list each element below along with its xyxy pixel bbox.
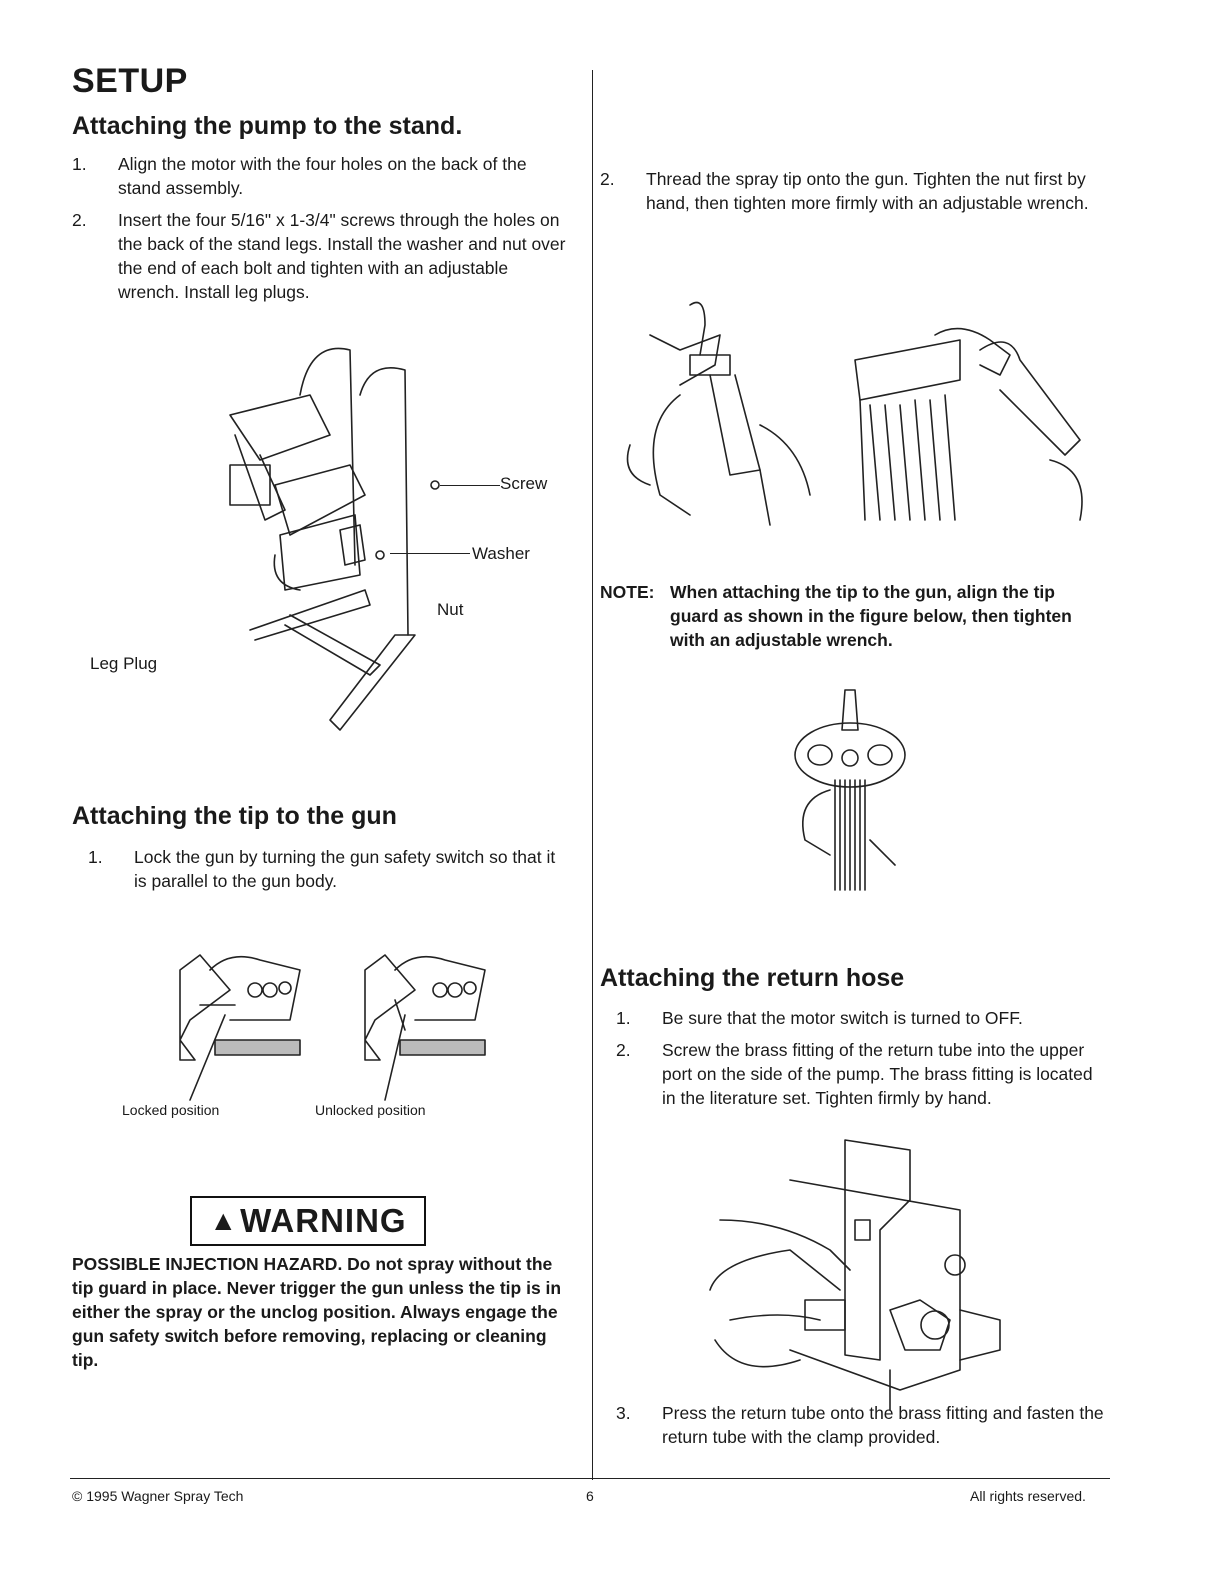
- return-hose-steps-bottom: 3.Press the return tube onto the brass f…: [616, 1401, 1106, 1457]
- note-block: NOTE: When attaching the tip to the gun,…: [600, 580, 1100, 652]
- gun-locked-illustration: [179, 954, 301, 1101]
- wrench-tightening-illustration: [854, 327, 1083, 521]
- unlocked-caption: Unlocked position: [315, 1102, 426, 1118]
- page-title: SETUP: [72, 62, 188, 100]
- warning-title: WARNING: [240, 1202, 407, 1239]
- washer-label: Washer: [472, 544, 530, 563]
- footer-copyright: © 1995 Wagner Spray Tech: [72, 1488, 244, 1504]
- return-hose-steps-top: 1.Be sure that the motor switch is turne…: [616, 1006, 1106, 1118]
- list-item: 2.Screw the brass fitting of the return …: [616, 1040, 1093, 1108]
- section-heading-tip-gun: Attaching the tip to the gun: [72, 802, 397, 830]
- section-heading-pump-stand: Attaching the pump to the stand.: [72, 112, 463, 140]
- gun-unlocked-illustration: [364, 954, 486, 1101]
- list-item: 2.Thread the spray tip onto the gun. Tig…: [600, 169, 1089, 213]
- list-item: 2.Insert the four 5/16" x 1-3/4" screws …: [72, 210, 566, 302]
- list-item: 1.Align the motor with the four holes on…: [72, 154, 527, 198]
- nut-label: Nut: [437, 600, 464, 619]
- tip-guard-alignment-illustration: [794, 689, 906, 891]
- list-item: 1.Be sure that the motor switch is turne…: [616, 1008, 1023, 1028]
- tip-gun-steps-left: 1.Lock the gun by turning the gun safety…: [88, 845, 568, 901]
- warning-box: ▲ WARNING: [190, 1196, 426, 1246]
- pump-stand-illustration: [229, 347, 440, 731]
- return-hose-fitting-illustration: [709, 1139, 1001, 1411]
- list-item: 1.Lock the gun by turning the gun safety…: [88, 847, 556, 891]
- note-text: When attaching the tip to the gun, align…: [670, 582, 1072, 650]
- footer-rights: All rights reserved.: [970, 1488, 1086, 1504]
- list-item: 3.Press the return tube onto the brass f…: [616, 1403, 1104, 1447]
- locked-caption: Locked position: [122, 1102, 220, 1118]
- column-divider: [592, 70, 593, 1480]
- tip-gun-steps-right: 2.Thread the spray tip onto the gun. Tig…: [600, 167, 1100, 223]
- tip-threading-illustration: [626, 301, 811, 526]
- pump-stand-steps: 1.Align the motor with the four holes on…: [72, 152, 572, 312]
- footer-rule: [70, 1478, 1110, 1479]
- section-heading-return-hose: Attaching the return hose: [600, 964, 905, 992]
- footer-page-number: 6: [586, 1488, 594, 1504]
- note-label: NOTE:: [600, 582, 655, 602]
- screw-label: Screw: [500, 474, 548, 493]
- warning-triangle-icon: ▲: [209, 1205, 239, 1236]
- leg-plug-label: Leg Plug: [90, 654, 158, 673]
- screw-leader: [440, 485, 500, 486]
- washer-leader: [390, 553, 470, 554]
- warning-text: POSSIBLE INJECTION HAZARD. Do not spray …: [72, 1254, 562, 1370]
